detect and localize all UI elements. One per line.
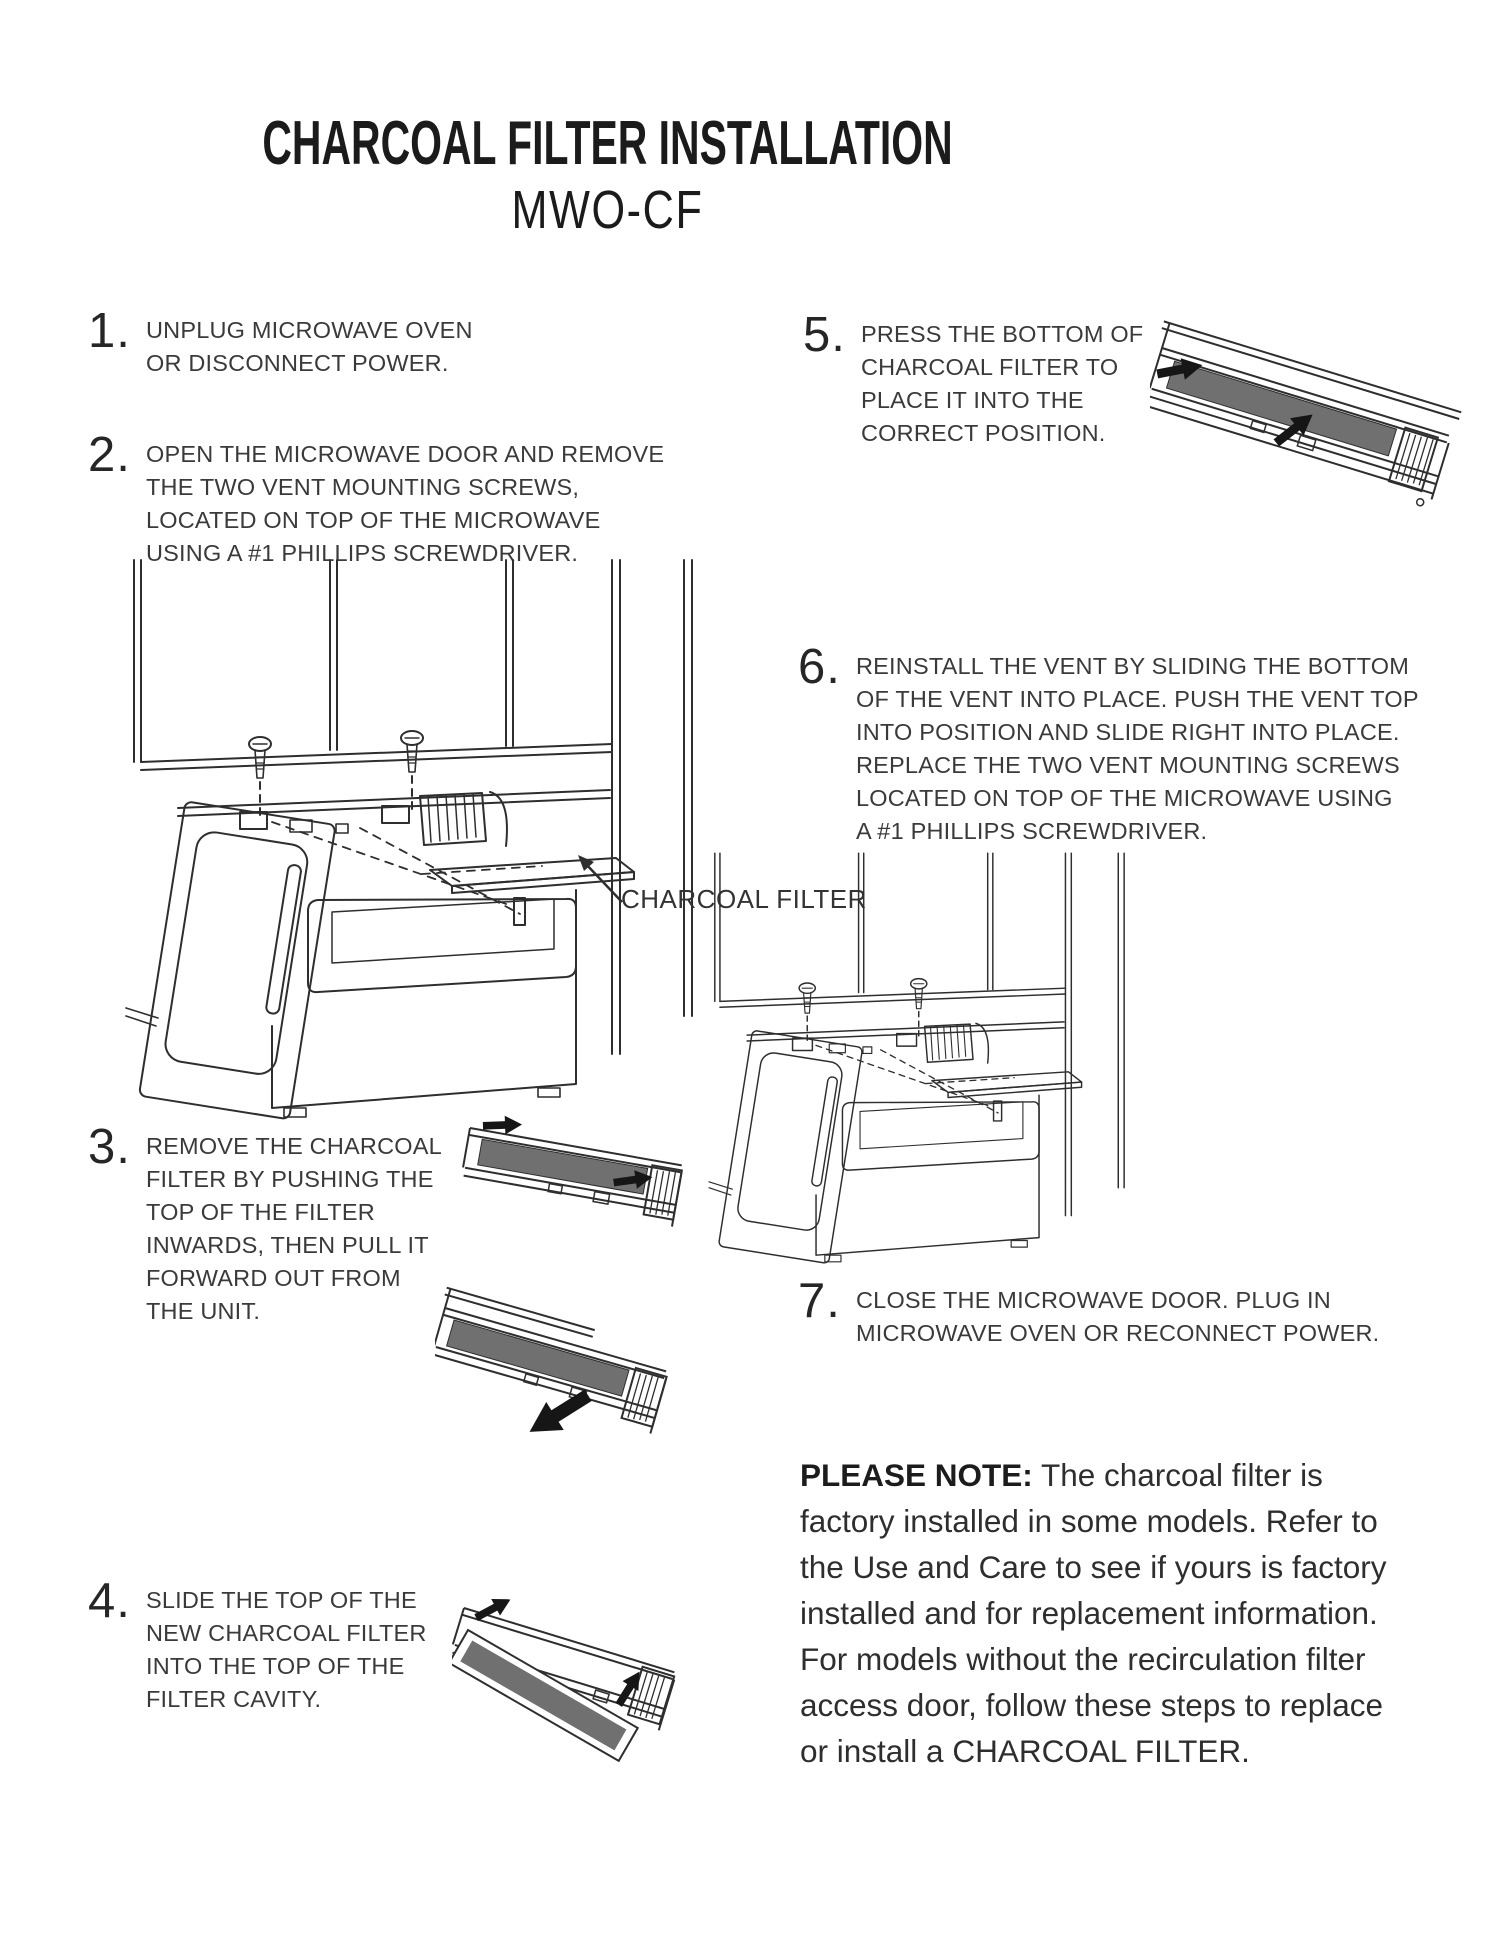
vent-push-filter-illustration — [462, 1115, 684, 1227]
vent-insert-new-filter-illustration — [452, 1590, 676, 1763]
microwave-vent-removal-illustration — [122, 556, 700, 1136]
step-3-text: REMOVE THE CHARCOAL FILTER BY PUSHING TH… — [146, 1133, 442, 1324]
step-7-number: 7. — [798, 1274, 841, 1328]
vent-pull-filter-out-illustration — [435, 1286, 668, 1446]
step-7: 7. CLOSE THE MICROWAVE DOOR. PLUG IN MIC… — [798, 1277, 1466, 1350]
step-5-text: PRESS THE BOTTOM OF CHARCOAL FILTER TO P… — [861, 321, 1144, 446]
vent-press-filter-illustration — [1150, 320, 1462, 507]
microwave-vent-reinstall-illustration — [706, 850, 1130, 1276]
step-4-text: SLIDE THE TOP OF THE NEW CHARCOAL FILTER… — [146, 1587, 427, 1712]
step-4-number: 4. — [88, 1574, 131, 1628]
charcoal-filter-label: CHARCOAL FILTER — [621, 884, 867, 914]
step-6: 6. REINSTALL THE VENT BY SLIDING THE BOT… — [798, 643, 1441, 848]
step-7-text: CLOSE THE MICROWAVE DOOR. PLUG IN MICROW… — [856, 1287, 1380, 1346]
page-title: CHARCOAL FILTER INSTALLATION — [262, 109, 953, 178]
step-1-text: UNPLUG MICROWAVE OVEN OR DISCONNECT POWE… — [146, 317, 473, 376]
note-body: The charcoal filter is factory installed… — [800, 1457, 1387, 1769]
charcoal-filter-callout-arrow — [578, 855, 623, 903]
step-2-number: 2. — [88, 428, 131, 482]
step-1-number: 1. — [88, 304, 131, 358]
step-2-text: OPEN THE MICROWAVE DOOR AND REMOVE THE T… — [146, 441, 665, 566]
step-6-number: 6. — [798, 640, 841, 694]
step-5: 5. PRESS THE BOTTOM OF CHARCOAL FILTER T… — [803, 311, 1161, 450]
page-subtitle: MWO-CF — [511, 180, 704, 240]
step-3-number: 3. — [88, 1120, 131, 1174]
new-charcoal-filter — [452, 1628, 640, 1763]
step-6-text: REINSTALL THE VENT BY SLIDING THE BOTTOM… — [856, 653, 1419, 844]
step-3: 3. REMOVE THE CHARCOAL FILTER BY PUSHING… — [88, 1123, 456, 1328]
please-note: PLEASE NOTE: The charcoal filter is fact… — [800, 1452, 1470, 1774]
note-heading: PLEASE NOTE: — [800, 1457, 1033, 1493]
step-5-number: 5. — [803, 308, 846, 362]
step-2: 2. OPEN THE MICROWAVE DOOR AND REMOVE TH… — [88, 431, 691, 570]
title-block: CHARCOAL FILTER INSTALLATION MWO-CF — [0, 108, 1215, 241]
step-4: 4. SLIDE THE TOP OF THE NEW CHARCOAL FIL… — [88, 1577, 456, 1716]
note-paragraph: PLEASE NOTE: The charcoal filter is fact… — [800, 1452, 1470, 1774]
step-1: 1. UNPLUG MICROWAVE OVEN OR DISCONNECT P… — [88, 307, 626, 380]
